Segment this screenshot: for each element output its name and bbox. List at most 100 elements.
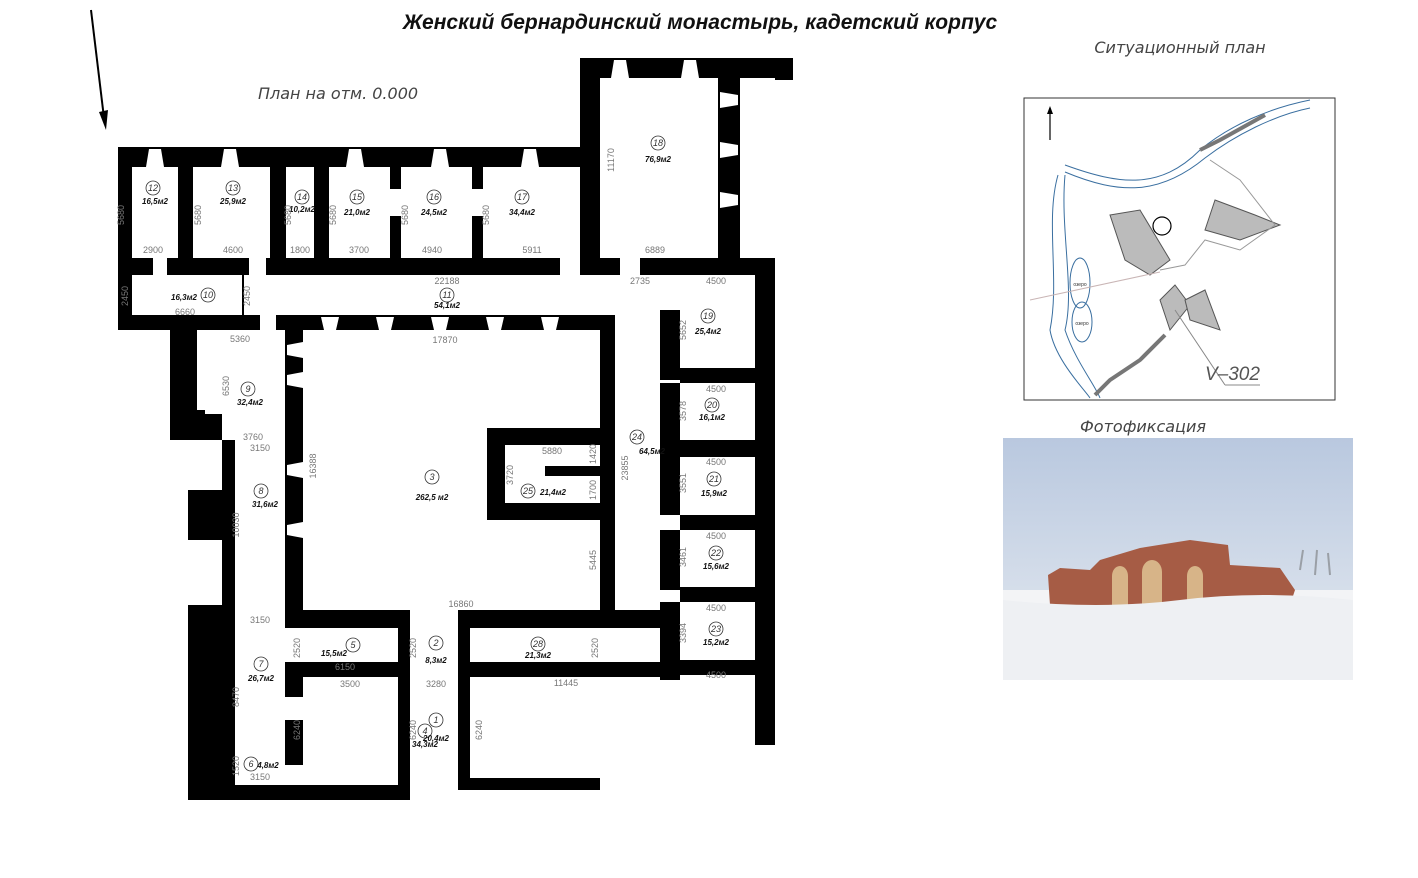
wall [680,515,755,530]
room-label: 932,4м2 [237,381,264,407]
room-area: 15,9м2 [701,489,727,498]
floor-plan-windows [146,60,738,538]
room-area: 54,1м2 [434,301,460,310]
room-number: 21 [708,474,719,484]
dimension-label: 11445 [554,678,578,688]
wall [458,662,660,677]
dimension-label: 6889 [645,245,665,255]
wall [472,216,483,258]
room-number: 7 [258,659,264,669]
wall [390,216,401,258]
dimension-label: 2520 [590,638,600,658]
window-icon [146,149,164,167]
wall [118,147,132,330]
room-area: 64,5м2 [639,447,665,456]
window-icon [321,317,339,330]
room-number: 20 [706,400,717,410]
room-number: 24 [631,432,642,442]
wall [660,457,680,515]
room-number-circle [424,469,440,485]
room-number-circle [253,483,269,499]
room-number-circle [704,397,720,413]
window-icon [287,342,303,358]
room-number-circle [428,712,444,728]
room-number: 13 [228,183,238,193]
dimension-label: 3578 [678,401,688,421]
room-number: 16 [429,192,439,202]
dimension-label: 17870 [432,335,457,345]
dimension-label: 5680 [481,205,491,225]
room-number: 28 [532,639,543,649]
dimension-label: 5680 [116,205,126,225]
window-icon [431,317,449,330]
wall [285,720,303,765]
room-number: 18 [653,138,663,148]
dimension-label: 5445 [588,550,598,570]
room-label: 831,6м2 [252,483,279,509]
room-number-circle [426,189,442,205]
dimension-label: 8470 [231,687,241,707]
dimension-label: 5680 [193,205,203,225]
wall [660,530,680,590]
wall [458,778,600,790]
dimension-label: 2450 [120,286,130,306]
wall [487,503,615,520]
dimension-label: 1800 [290,245,310,255]
room-area: 262,5 м2 [415,493,449,502]
room-area: 25,9м2 [219,197,246,206]
room-label: 28,3м2 [425,635,447,665]
room-area: 15,5м2 [321,649,347,658]
wall [118,315,260,330]
dimension-label: 2520 [408,638,418,658]
wall [195,785,410,800]
room-area: 21,4м2 [539,488,566,497]
room-number-circle [243,756,259,772]
wall [118,258,153,275]
window-icon [221,149,239,167]
ruins-photo [1003,438,1353,680]
wall [660,602,680,680]
room-area: 76,9м2 [645,155,671,164]
room-number-circle [240,381,256,397]
wall [188,605,222,700]
sheet-title: Женский бернардинский монастырь, кадетск… [402,11,998,34]
wall [178,167,193,258]
plan-caption: План на отм. 0.000 [258,84,418,103]
dimension-label: 6530 [221,376,231,396]
room-number: 25 [522,486,534,496]
wall [285,610,410,628]
dimension-label: 3500 [340,679,360,689]
wall [270,167,286,258]
room-number: 17 [517,192,528,202]
room-area: 25,4м2 [694,327,721,336]
room-area: 34,3м2 [412,740,438,749]
room-number: 6 [248,759,253,769]
room-area: 32,4м2 [237,398,263,407]
window-icon [521,149,539,167]
room-area: 20,4м2 [422,734,449,743]
room-number: 12 [148,183,158,193]
dimension-label: 4940 [422,245,442,255]
room-area: 8,3м2 [425,656,447,665]
dimension-label: 6240 [474,720,484,740]
wall [680,660,755,675]
room-number-circle [700,308,716,324]
dimension-label: 5680 [328,205,338,225]
room-label: 13 25,9м2 [219,180,247,206]
room-label: 18 76,9м2 [645,135,672,164]
situation-plan: озеро озеро V–302 [1023,97,1336,401]
window-icon [346,149,364,167]
dimension-label: 3760 [243,432,263,442]
room-label: 24 64,5м2 [629,429,666,456]
